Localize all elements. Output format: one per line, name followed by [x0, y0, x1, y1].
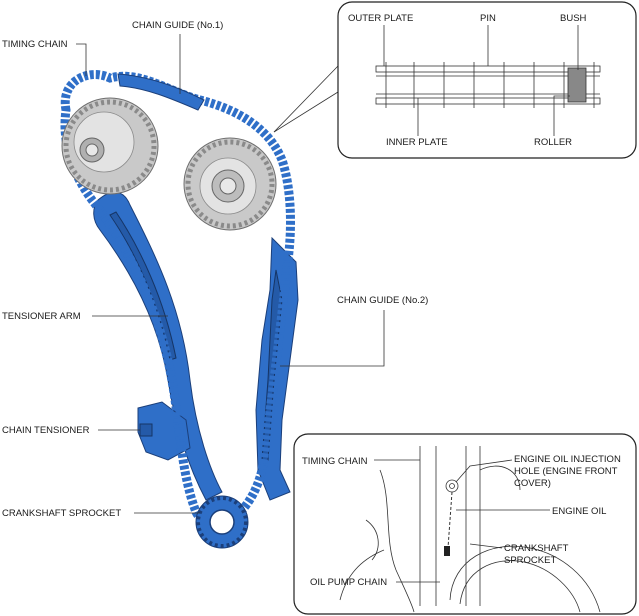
label-inner-plate: INNER PLATE [386, 137, 448, 148]
exhaust-camshaft-sprocket [183, 137, 277, 231]
label-timing-chain-detail: TIMING CHAIN [302, 456, 368, 467]
crankshaft-sprocket-gear [195, 495, 249, 549]
label-oil-pump-chain: OIL PUMP CHAIN [310, 577, 387, 588]
tensioner-arm [93, 191, 223, 501]
label-chain-guide-no1: CHAIN GUIDE (No.1) [132, 20, 223, 31]
oil-injection-detail: TIMING CHAIN ENGINE OIL INJECTION HOLE (… [293, 433, 637, 615]
timing-chain-assembly [60, 70, 299, 549]
label-oil-hole-line2: HOLE (ENGINE FRONT [514, 466, 618, 477]
label-bush: BUSH [560, 13, 587, 24]
label-crankshaft-sprocket-line2: SPROCKET [504, 555, 556, 566]
label-outer-plate: OUTER PLATE [348, 13, 413, 24]
label-oil-hole-line3: COVER) [514, 478, 551, 489]
label-engine-oil: ENGINE OIL [552, 506, 606, 517]
label-timing-chain: TIMING CHAIN [2, 39, 68, 50]
label-oil-hole-line1: ENGINE OIL INJECTION [514, 454, 621, 465]
chain-structure-detail: OUTER PLATE PIN BUSH INNER PLATE ROLLER [273, 1, 637, 159]
label-chain-guide-no2: CHAIN GUIDE (No.2) [337, 295, 428, 306]
label-crankshaft-sprocket: CRANKSHAFT SPROCKET [2, 508, 121, 519]
label-tensioner-arm: TENSIONER ARM [2, 311, 81, 322]
label-crankshaft-sprocket-line1: CRANKSHAFT [504, 543, 569, 554]
label-pin: PIN [480, 13, 496, 24]
chain-guide-no1 [117, 73, 205, 111]
label-roller: ROLLER [534, 137, 572, 148]
intake-camshaft-sprocket [61, 97, 159, 195]
label-chain-tensioner: CHAIN TENSIONER [2, 425, 90, 436]
